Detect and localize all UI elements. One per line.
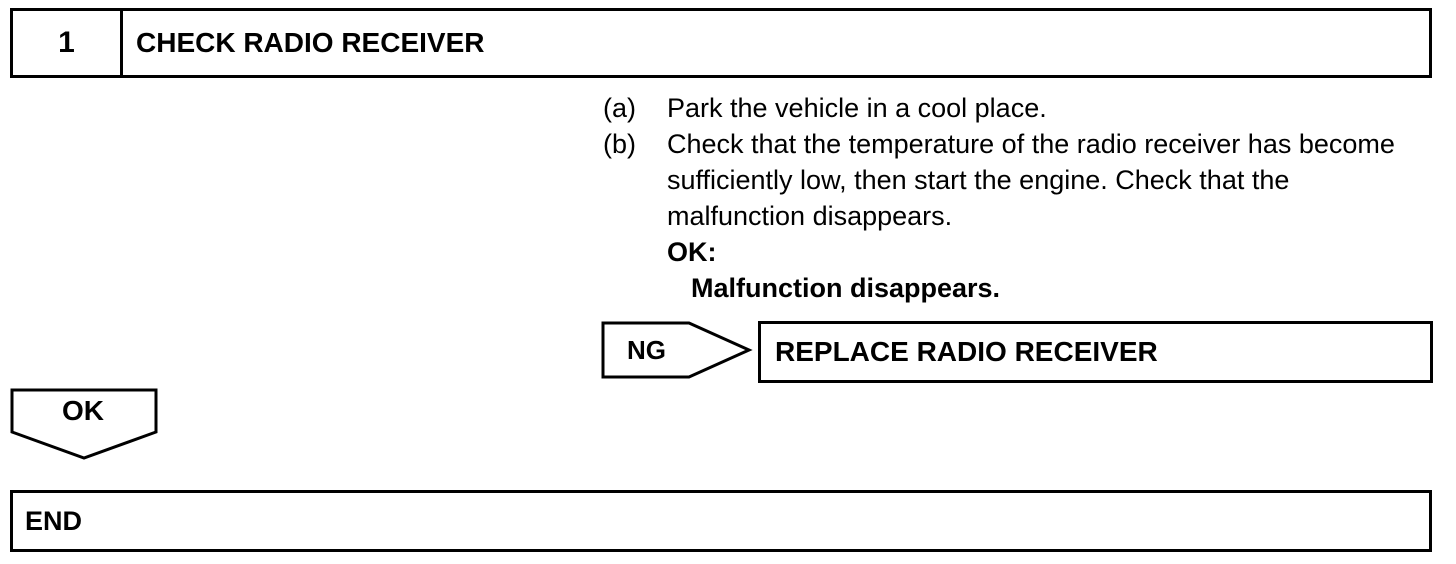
- step-number: 1: [13, 11, 123, 75]
- step-title: CHECK RADIO RECEIVER: [136, 27, 485, 58]
- replace-action-label: REPLACE RADIO RECEIVER: [775, 336, 1158, 367]
- ok-result-label: OK:: [667, 237, 717, 267]
- replace-action-box: REPLACE RADIO RECEIVER: [758, 321, 1433, 383]
- instruction-item: (b) Check that the temperature of the ra…: [603, 126, 1433, 234]
- ok-result-detail: Malfunction disappears.: [691, 273, 1001, 303]
- ok-arrow-icon: [10, 388, 158, 460]
- instruction-text: Park the vehicle in a cool place.: [667, 93, 1047, 123]
- instruction-item: (a) Park the vehicle in a cool place.: [603, 90, 1433, 126]
- ok-flow-label: OK: [62, 395, 104, 426]
- ng-label: NG: [627, 334, 666, 365]
- instruction-letter: (a): [603, 93, 636, 123]
- end-box: END: [10, 490, 1432, 552]
- end-label: END: [25, 505, 83, 536]
- step-header: 1 CHECK RADIO RECEIVER: [10, 8, 1432, 78]
- instructions: (a) Park the vehicle in a cool place. (b…: [603, 90, 1433, 306]
- instruction-letter: (b): [603, 129, 636, 159]
- ng-arrow-icon: [601, 321, 753, 379]
- instruction-text: Check that the temperature of the radio …: [667, 129, 1395, 231]
